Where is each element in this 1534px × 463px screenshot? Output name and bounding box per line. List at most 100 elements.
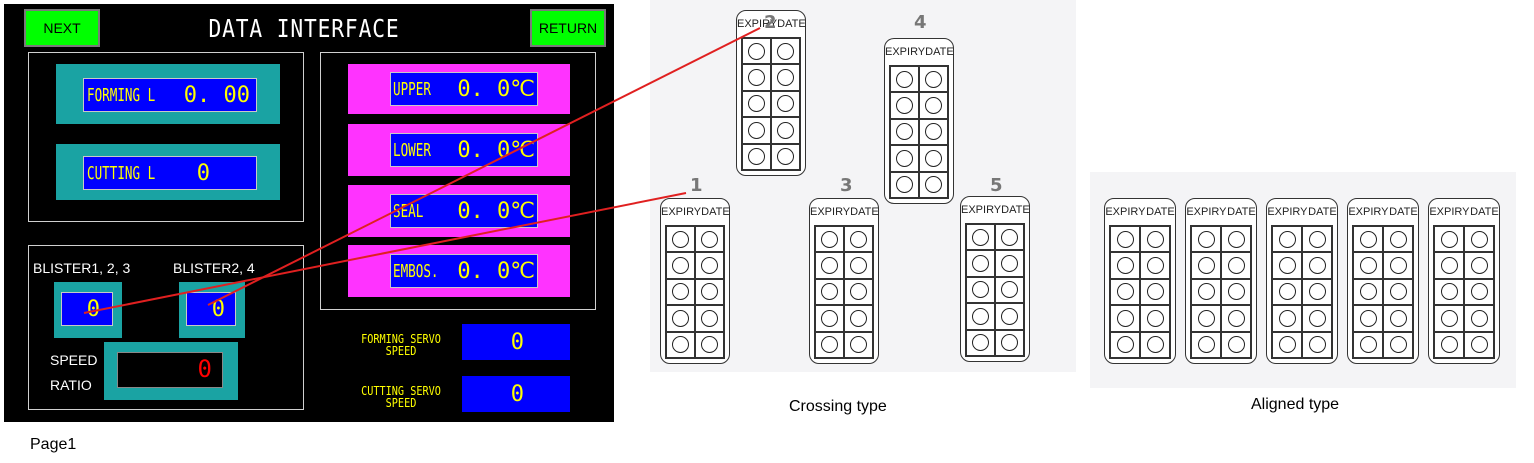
blister-hole-icon — [701, 257, 718, 275]
blister-hole-icon — [850, 336, 867, 354]
blister-cell — [815, 305, 844, 332]
date-label: DATE — [1001, 204, 1030, 216]
blister-hole-icon — [1440, 283, 1458, 301]
embos-temp-box: EMBOS. 0. 0℃ — [348, 245, 570, 297]
expiry-label: EXPIRY — [1105, 206, 1146, 218]
forming-l-field[interactable]: FORMING L 0. 00 — [83, 78, 257, 112]
blister-cell — [695, 331, 724, 358]
blister-b-field[interactable]: 0 — [186, 292, 236, 326]
cutting-servo-label: CUTTING SERVO SPEED — [351, 385, 451, 409]
blister-cell — [742, 117, 771, 144]
blister-cell — [1464, 331, 1494, 358]
blister-cell — [1221, 305, 1251, 332]
blister-cell — [966, 224, 995, 251]
date-label: DATE — [777, 18, 806, 30]
lower-temp-field[interactable]: LOWER 0. 0℃ — [390, 133, 538, 167]
blister-cell — [771, 90, 800, 118]
blister-hole-icon — [701, 230, 718, 248]
seal-temp-box: SEAL 0. 0℃ — [348, 185, 570, 237]
cutting-l-field[interactable]: CUTTING L 0 — [83, 156, 257, 190]
blister-hole-icon — [748, 95, 765, 113]
blister-cell — [890, 92, 919, 119]
blister-hole-icon — [1389, 230, 1407, 248]
blister-a-box: 0 — [54, 282, 122, 338]
forming-servo-field[interactable]: 0 — [462, 324, 570, 360]
blister-cell — [1383, 278, 1413, 306]
forming-servo-label-line2: SPEED — [385, 344, 417, 358]
blister-cell — [919, 118, 948, 146]
blister-cell — [1464, 226, 1494, 253]
blister-cell — [844, 305, 873, 332]
blister-hole-icon — [1389, 283, 1407, 301]
date-label: DATE — [1146, 206, 1175, 218]
blister-hole-icon — [1389, 257, 1407, 275]
blister-grid — [889, 65, 949, 199]
crossing-caption: Crossing type — [789, 398, 887, 415]
blister-cell — [695, 252, 724, 279]
embos-temp-field[interactable]: EMBOS. 0. 0℃ — [390, 254, 538, 288]
blister-cell — [995, 276, 1024, 304]
blister-cell — [1110, 252, 1140, 279]
embos-temp-value: 0. 0℃ — [457, 258, 535, 284]
expiry-label: EXPIRY — [661, 206, 702, 218]
forming-servo-label-line1: FORMING SERVO — [361, 332, 441, 346]
blister-hole-icon — [1227, 336, 1245, 354]
blister-cell — [666, 226, 695, 253]
blister-cell — [844, 226, 873, 253]
blister-hole-icon — [1278, 283, 1296, 301]
blister-hole-icon — [925, 97, 942, 115]
speed-ratio-field[interactable]: 0 — [117, 352, 223, 388]
blister-hole-icon — [1001, 228, 1018, 246]
blister-cell — [995, 303, 1024, 330]
blister-grid — [1109, 225, 1171, 359]
forming-servo-label: FORMING SERVO SPEED — [351, 333, 451, 357]
date-label: DATE — [925, 46, 954, 58]
blister-hole-icon — [672, 257, 689, 275]
blister-hole-icon — [1470, 230, 1488, 248]
blister-cell — [966, 276, 995, 304]
expiry-label: EXPIRY — [885, 46, 926, 58]
blister-cell — [1353, 278, 1383, 306]
blister-hole-icon — [1470, 257, 1488, 275]
blister-cell — [1302, 226, 1332, 253]
blister-cell — [1221, 226, 1251, 253]
blister-grid — [1433, 225, 1495, 359]
blister-hole-icon — [1116, 336, 1134, 354]
cutting-servo-field[interactable]: 0 — [462, 376, 570, 412]
blister-b-value: 0 — [211, 296, 225, 322]
seal-temp-value: 0. 0℃ — [457, 198, 535, 224]
blister-hole-icon — [1440, 230, 1458, 248]
blister-hole-icon — [1146, 283, 1164, 301]
blister-cell — [1434, 278, 1464, 306]
forming-l-box: FORMING L 0. 00 — [56, 64, 280, 124]
blister-cell — [1191, 331, 1221, 358]
blister-cell — [1110, 331, 1140, 358]
return-button[interactable]: RETURN — [530, 9, 606, 47]
blister-hole-icon — [850, 283, 867, 301]
expiry-label: EXPIRY — [1267, 206, 1308, 218]
seal-temp-field[interactable]: SEAL 0. 0℃ — [390, 194, 538, 228]
blister-hole-icon — [821, 230, 838, 248]
blister-hole-icon — [972, 334, 989, 352]
blister-hole-icon — [821, 257, 838, 275]
blister-cell — [844, 252, 873, 279]
blister-hole-icon — [1308, 336, 1326, 354]
blister-a-field[interactable]: 0 — [61, 292, 113, 326]
aligned-caption: Aligned type — [1251, 396, 1340, 413]
blister-cell — [1191, 305, 1221, 332]
blister-cell — [890, 118, 919, 146]
next-button[interactable]: NEXT — [24, 9, 100, 47]
upper-temp-field[interactable]: UPPER 0. 0℃ — [390, 72, 538, 106]
blister-cell — [1272, 331, 1302, 358]
blister-cell — [1110, 226, 1140, 253]
blister-hole-icon — [821, 309, 838, 327]
blister-hole-icon — [1146, 257, 1164, 275]
